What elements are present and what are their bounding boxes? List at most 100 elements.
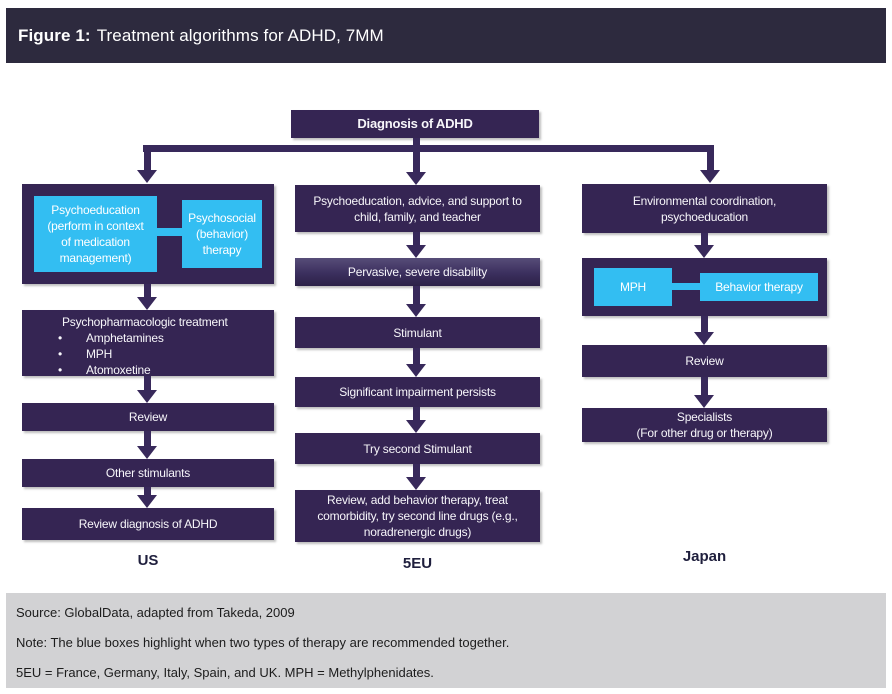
eu-second-stimulant-box: Try second Stimulant bbox=[295, 433, 540, 464]
us-branch-arrow-head bbox=[137, 170, 157, 183]
region-label-us: US bbox=[137, 552, 159, 569]
eu-stimulant-label: Stimulant bbox=[393, 325, 442, 340]
eu-review-behavior-line: comorbidity, try second line drugs (e.g.… bbox=[317, 509, 518, 523]
eu-arrow-stem bbox=[412, 348, 420, 364]
eu-arrow-head bbox=[406, 477, 426, 490]
figure-number: Figure 1: bbox=[18, 25, 91, 45]
branch-line bbox=[143, 145, 714, 152]
us-combo-connector bbox=[157, 228, 182, 236]
us-review-box: Review bbox=[22, 403, 274, 431]
japan-arrow-head bbox=[694, 332, 714, 345]
japan-arrow-stem bbox=[700, 316, 708, 332]
figure-footer: Source: GlobalData, adapted from Takeda,… bbox=[6, 593, 886, 688]
us-review-diagnosis-box: Review diagnosis of ADHD bbox=[22, 508, 274, 540]
eu-second-stimulant-label: Try second Stimulant bbox=[363, 441, 472, 456]
eu-psychoeducation-box: Psychoeducation, advice, and support to … bbox=[295, 185, 540, 232]
us-pharm-bullet-label: Amphetamines bbox=[86, 331, 164, 345]
japan-behavior-therapy-box: Behavior therapy bbox=[700, 273, 818, 301]
japan-specialists-box: Specialists (For other drug or therapy) bbox=[582, 408, 827, 442]
eu-arrow-stem bbox=[412, 407, 420, 420]
us-arrow-head bbox=[137, 446, 157, 459]
japan-mph-box: MPH bbox=[594, 268, 672, 306]
us-other-stimulants-box: Other stimulants bbox=[22, 459, 274, 487]
us-arrow-stem bbox=[143, 376, 151, 390]
japan-arrow-head bbox=[694, 395, 714, 408]
figure-title: Treatment algorithms for ADHD, 7MM bbox=[96, 25, 384, 45]
root-arrow-head bbox=[406, 172, 426, 185]
eu-psychoeducation-line: Psychoeducation, advice, and support to bbox=[313, 193, 522, 208]
us-pharm-bullet-label: Atomoxetine bbox=[86, 363, 151, 377]
us-arrow-stem bbox=[143, 431, 151, 446]
eu-arrow-stem bbox=[412, 232, 420, 245]
region-label-5eu: 5EU bbox=[402, 555, 433, 572]
eu-arrow-head bbox=[406, 245, 426, 258]
eu-stimulant-box: Stimulant bbox=[295, 317, 540, 348]
japan-branch-arrow-stem bbox=[706, 145, 714, 170]
us-arrow-stem bbox=[143, 487, 151, 495]
us-psychosocial-box: Psychosocial (behavior) therapy bbox=[182, 200, 262, 268]
eu-arrow-stem bbox=[412, 464, 420, 477]
us-arrow-head bbox=[137, 297, 157, 310]
eu-arrow-stem bbox=[412, 286, 420, 304]
bullet-dot-icon: • bbox=[58, 347, 63, 361]
eu-review-behavior-line: noradrenergic drugs) bbox=[363, 525, 472, 539]
us-arrow-head bbox=[137, 495, 157, 508]
us-pharm-title: Psychopharmacologic treatment bbox=[62, 315, 228, 329]
region-label-japan: Japan bbox=[682, 548, 727, 565]
eu-review-behavior-box: Review, add behavior therapy, treat como… bbox=[295, 490, 540, 542]
japan-combo-box: MPH Behavior therapy bbox=[582, 258, 827, 316]
japan-specialists-line: Specialists bbox=[676, 410, 733, 424]
figure-title-bar: Figure 1: Treatment algorithms for ADHD,… bbox=[6, 8, 886, 63]
root-arrow-stem bbox=[412, 138, 420, 172]
japan-branch-arrow-head bbox=[700, 170, 720, 183]
eu-pervasive-disability-label: Pervasive, severe disability bbox=[347, 265, 488, 279]
us-pharm-box: Psychopharmacologic treatment • Amphetam… bbox=[22, 310, 274, 378]
footer-note: Note: The blue boxes highlight when two … bbox=[16, 635, 510, 650]
us-psychosocial-line: Psychosocial bbox=[188, 211, 256, 225]
japan-environmental-line: psychoeducation bbox=[660, 209, 749, 224]
bullet-dot-icon: • bbox=[58, 331, 63, 345]
japan-combo-connector bbox=[672, 283, 700, 290]
us-pharm-bullet: • Amphetamines bbox=[56, 330, 274, 346]
us-pharm-bullet: • MPH bbox=[56, 346, 274, 362]
japan-arrow-stem bbox=[700, 233, 708, 245]
us-review-label: Review bbox=[128, 410, 168, 424]
eu-impairment-box: Significant impairment persists bbox=[295, 377, 540, 407]
footer-source: Source: GlobalData, adapted from Takeda,… bbox=[16, 605, 295, 620]
bullet-dot-icon: • bbox=[58, 363, 63, 377]
us-psychoeducation-line: management) bbox=[59, 251, 132, 265]
eu-review-behavior-line: Review, add behavior therapy, treat bbox=[327, 493, 508, 507]
us-psychoeducation-box: Psychoeducation (perform in context of m… bbox=[34, 196, 157, 272]
eu-pervasive-disability-box: Pervasive, severe disability bbox=[295, 258, 540, 286]
eu-arrow-head bbox=[406, 364, 426, 377]
japan-environmental-box: Environmental coordination, psychoeducat… bbox=[582, 184, 827, 233]
us-psychoeducation-line: Psychoeducation bbox=[51, 203, 140, 217]
japan-environmental-line: Environmental coordination, bbox=[632, 193, 777, 208]
us-arrow-stem bbox=[143, 284, 151, 297]
japan-mph-label: MPH bbox=[619, 280, 647, 294]
japan-behavior-therapy-label: Behavior therapy bbox=[715, 280, 803, 294]
us-arrow-head bbox=[137, 390, 157, 403]
diagnosis-box: Diagnosis of ADHD bbox=[291, 110, 539, 138]
eu-psychoeducation-line: child, family, and teacher bbox=[354, 209, 481, 224]
footer-abbreviations: 5EU = France, Germany, Italy, Spain, and… bbox=[16, 665, 434, 680]
japan-arrow-head bbox=[694, 245, 714, 258]
eu-arrow-head bbox=[406, 420, 426, 433]
us-combo-box: Psychoeducation (perform in context of m… bbox=[22, 184, 274, 284]
us-psychosocial-line: therapy bbox=[202, 243, 242, 257]
us-branch-arrow-stem bbox=[143, 145, 151, 170]
diagnosis-label: Diagnosis of ADHD bbox=[357, 116, 473, 131]
us-other-stimulants-label: Other stimulants bbox=[105, 466, 191, 480]
us-psychosocial-line: (behavior) bbox=[195, 227, 249, 241]
japan-specialists-line: (For other drug or therapy) bbox=[636, 426, 773, 440]
us-psychoeducation-line: of medication bbox=[61, 235, 130, 249]
japan-review-label: Review bbox=[685, 354, 724, 368]
japan-arrow-stem bbox=[700, 377, 708, 395]
us-psychoeducation-line: (perform in context bbox=[47, 219, 144, 233]
eu-arrow-head bbox=[406, 304, 426, 317]
japan-review-box: Review bbox=[582, 345, 827, 377]
us-review-diagnosis-label: Review diagnosis of ADHD bbox=[78, 517, 218, 531]
us-pharm-bullet: • Atomoxetine bbox=[56, 362, 274, 378]
eu-impairment-label: Significant impairment persists bbox=[339, 385, 496, 399]
